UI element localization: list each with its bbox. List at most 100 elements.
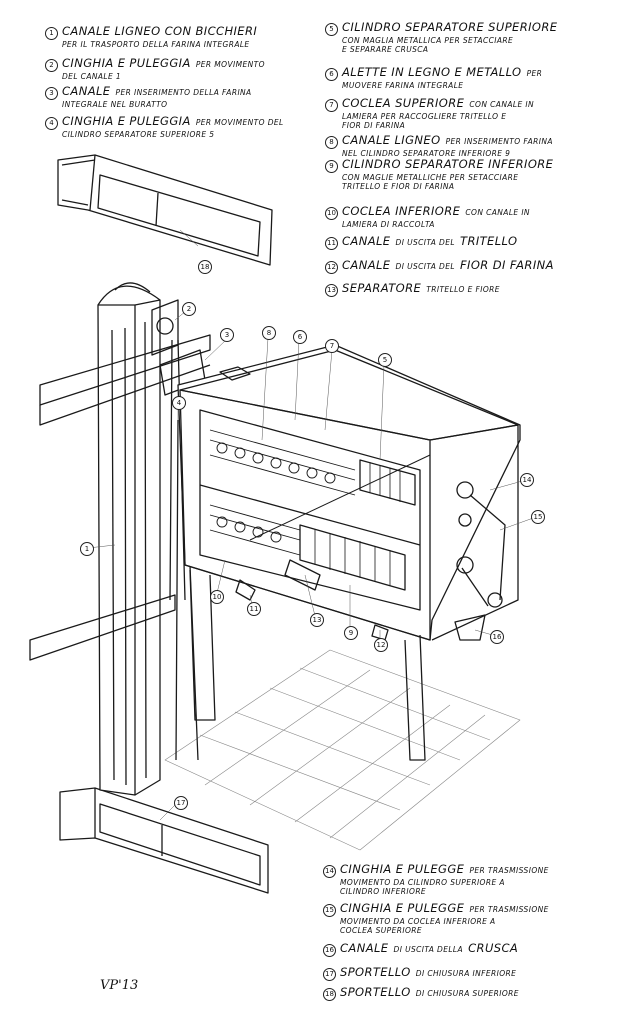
legend-title: CANALE — [342, 258, 391, 272]
legend-desc: DI CHIUSURA SUPERIORE — [415, 989, 519, 998]
legend-sub: TRITELLO E FIOR DI FARINA — [342, 181, 455, 191]
legend-sub: NEL CILINDRO SEPARATORE INFERIORE 9 — [342, 148, 511, 158]
legend-title: CANALE LIGNEO — [342, 133, 441, 147]
callout-label: 11 — [249, 605, 259, 613]
legend-number: 11 — [325, 236, 338, 250]
callout-label: 10 — [212, 593, 222, 601]
legend-desc: PER INSERIMENTO DELLA FARINA — [115, 88, 252, 97]
legend-sub: INTEGRALE NEL BURATTO — [62, 99, 168, 109]
legend-sub: FIOR DI FARINA — [342, 120, 406, 130]
legend-desc: CON CANALE IN — [469, 100, 534, 109]
legend-number: 13 — [325, 283, 338, 297]
callout-label: 1 — [84, 545, 90, 553]
legend-desc: PER INSERIMENTO FARINA — [445, 137, 553, 146]
callout-label: 8 — [266, 329, 272, 337]
legend-title: CINGHIA E PULEGGIA — [62, 56, 191, 70]
legend-sub: CILINDRO SEPARATORE SUPERIORE 5 — [62, 129, 215, 139]
legend-sub: PER IL TRASPORTO DELLA FARINA INTEGRALE — [62, 39, 250, 49]
legend-sub: COCLEA SUPERIORE — [340, 925, 422, 935]
legend-title: CILINDRO SEPARATORE SUPERIORE — [342, 20, 558, 34]
legend-number: 10 — [325, 206, 338, 220]
legend-item-4: 4 CINGHIA E PULEGGIA PER MOVIMENTO DEL CI… — [45, 110, 335, 139]
callout-label: 17 — [176, 799, 186, 807]
legend-item-6: 6 ALETTE IN LEGNO E METALLO PER MUOVERE F… — [325, 61, 615, 90]
legend-item-3: 3 CANALE PER INSERIMENTO DELLA FARINA INT… — [45, 80, 335, 109]
callout-label: 6 — [297, 333, 303, 341]
artist-signature: VP'13 — [100, 978, 139, 993]
callout-4: 4 — [172, 396, 186, 410]
callout-label: 7 — [329, 342, 335, 350]
legend-title: CINGHIA E PULEGGIA — [62, 114, 191, 128]
legend-number: 15 — [323, 903, 336, 917]
callout-label: 5 — [382, 356, 388, 364]
legend-title: CINGHIA E PULEGGE — [340, 862, 465, 876]
callout-label: 18 — [200, 263, 210, 271]
callout-3: 3 — [220, 328, 234, 342]
legend-sub: CON MAGLIA METALLICA PER SETACCIARE — [342, 35, 514, 45]
legend-sub: CON MAGLIE METALLICHE PER SETACCIARE — [342, 172, 519, 182]
callout-2: 2 — [182, 302, 196, 316]
legend-title: TRITELLO — [460, 234, 518, 248]
legend-title: COCLEA INFERIORE — [342, 204, 461, 218]
legend-desc: DI USCITA DEL — [395, 238, 455, 247]
legend-number: 6 — [325, 67, 338, 81]
legend-number: 4 — [45, 116, 58, 130]
legend-number: 3 — [45, 86, 58, 100]
floor-grid — [164, 649, 521, 851]
legend-title: SEPARATORE — [342, 281, 422, 295]
legend-item-5: 5 CILINDRO SEPARATORE SUPERIORE CON MAGLI… — [325, 20, 615, 54]
legend-desc: PER MOVIMENTO DEL — [195, 118, 284, 127]
callout-14: 14 — [520, 473, 534, 487]
legend-item-1: 1 CANALE LIGNEO CON BICCHIERI PER IL TRAS… — [45, 24, 335, 49]
callout-9: 9 — [344, 626, 358, 640]
legend-number: 5 — [325, 22, 338, 36]
legend-number: 16 — [323, 943, 336, 957]
legend-desc: PER TRASMISSIONE — [469, 866, 549, 875]
legend-sub: MUOVERE FARINA INTEGRALE — [342, 80, 464, 90]
legend-title: CILINDRO SEPARATORE INFERIORE — [342, 157, 554, 171]
callout-label: 4 — [176, 399, 182, 407]
callout-label: 3 — [224, 331, 230, 339]
callout-label: 15 — [533, 513, 543, 521]
callout-7: 7 — [325, 339, 339, 353]
callout-label: 16 — [492, 633, 502, 641]
legend-item-11: 11 CANALE DI USCITA DEL TRITELLO — [325, 230, 615, 250]
legend-title: CANALE — [342, 234, 391, 248]
legend-sub: CILINDRO INFERIORE — [340, 886, 427, 896]
legend-sub: LAMIERA PER RACCOGLIERE TRITELLO E — [342, 111, 507, 121]
legend-desc: PER MOVIMENTO — [195, 60, 265, 69]
callout-15: 15 — [531, 510, 545, 524]
callout-11: 11 — [247, 602, 261, 616]
legend-sub: E SEPARARE CRUSCA — [342, 44, 429, 54]
callout-8: 8 — [262, 326, 276, 340]
sifter-box — [177, 344, 521, 761]
legend-title: ALETTE IN LEGNO E METALLO — [342, 65, 522, 79]
legend-number: 12 — [325, 260, 338, 274]
bucket-elevator-post — [97, 282, 179, 796]
callout-1: 1 — [80, 542, 94, 556]
legend-desc: PER — [526, 69, 543, 78]
legend-number: 1 — [45, 26, 58, 40]
legend-desc: CON CANALE IN — [465, 208, 530, 217]
legend-number: 18 — [323, 987, 336, 1001]
legend-title: FIOR DI FARINA — [460, 258, 554, 272]
legend-number: 9 — [325, 159, 338, 173]
callout-label: 12 — [376, 641, 386, 649]
legend-item-13: 13 SEPARATORE TRITELLO E FIORE — [325, 277, 615, 297]
legend-title: CANALE LIGNEO CON BICCHIERI — [62, 24, 258, 38]
callout-13: 13 — [310, 613, 324, 627]
legend-number: 14 — [323, 864, 336, 878]
legend-title: CRUSCA — [468, 941, 519, 955]
callout-label: 2 — [186, 305, 192, 313]
legend-sub: MOVIMENTO DA COCLEA INFERIORE A — [340, 916, 496, 926]
legend-desc: TRITELLO E FIORE — [426, 285, 500, 294]
legend-title: CANALE — [62, 84, 111, 98]
